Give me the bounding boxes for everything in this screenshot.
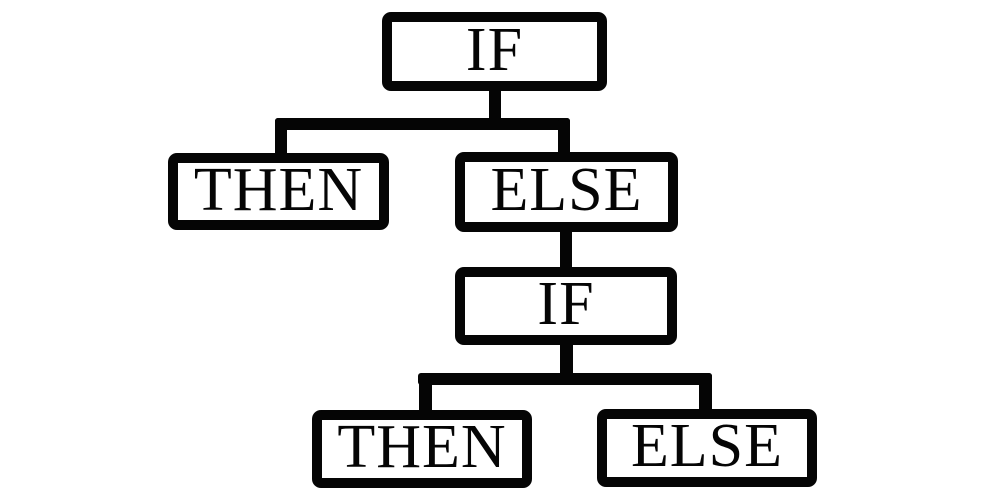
node-then-inner: THEN bbox=[312, 410, 532, 488]
node-then-outer: THEN bbox=[168, 153, 389, 230]
node-if-root: IF bbox=[382, 12, 607, 91]
node-if-nested: IF bbox=[455, 267, 677, 345]
connector-drop-to-then2 bbox=[419, 373, 432, 417]
connector-level1-branch-bar bbox=[275, 118, 570, 130]
connector-level2-branch-bar bbox=[418, 373, 712, 385]
node-else-outer: ELSE bbox=[455, 152, 678, 232]
node-else-inner: ELSE bbox=[597, 409, 817, 487]
connector-drop-to-then1 bbox=[275, 118, 287, 160]
connector-drop-to-else2 bbox=[699, 373, 712, 416]
connector-else1-to-if2 bbox=[560, 226, 572, 274]
connector-drop-to-else1 bbox=[558, 118, 570, 159]
